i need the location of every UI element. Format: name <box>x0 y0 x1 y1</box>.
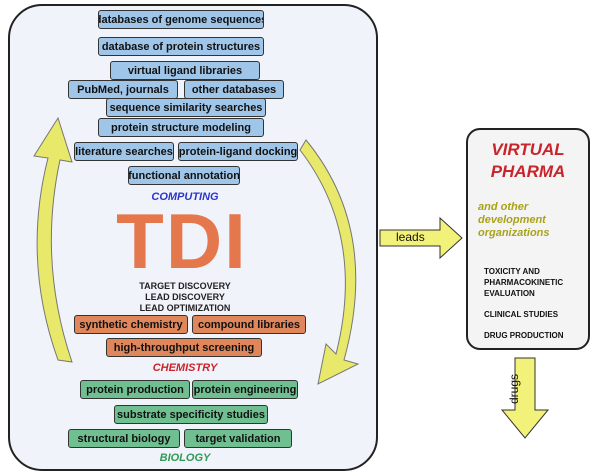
box-sequence-similarity: sequence similarity searches <box>106 98 266 117</box>
box-structural-biology: structural biology <box>68 429 180 448</box>
box-protein-structure-database: database of protein structures <box>98 37 264 56</box>
vp-item-pharmacokinetic: PHARMACOKINETIC <box>484 278 564 287</box>
vp-item-clinical-studies: CLINICAL STUDIES <box>484 310 559 319</box>
box-other-databases: other databases <box>184 80 284 99</box>
box-virtual-ligand-libraries: virtual ligand libraries <box>110 61 260 80</box>
section-label-computing: COMPUTING <box>151 191 219 203</box>
box-pubmed-journals: PubMed, journals <box>68 80 178 99</box>
leads-label: leads <box>396 230 425 244</box>
box-protein-ligand-docking: protein-ligand docking <box>178 142 298 161</box>
tdi-subtitle-lead-discovery: LEAD DISCOVERY <box>145 292 225 302</box>
virtual-pharma-title-line1: VIRTUAL <box>491 140 565 159</box>
drugs-label: drugs <box>507 373 521 404</box>
box-synthetic-chemistry: synthetic chemistry <box>74 315 188 334</box>
section-label-chemistry: CHEMISTRY <box>152 362 218 374</box>
cycle-arrow-left <box>33 116 73 363</box>
box-functional-annotation: functional annotation <box>128 166 240 185</box>
box-target-validation: target validation <box>184 429 292 448</box>
virtual-pharma-subtitle-line1: and other <box>478 201 529 213</box>
box-literature-searches: literature searches <box>74 142 174 161</box>
cycle-arrow-right <box>299 139 360 385</box>
virtual-pharma-subtitle-line2: development <box>478 214 546 226</box>
box-protein-engineering: protein engineering <box>192 380 298 399</box>
leads-arrow <box>379 216 463 260</box>
virtual-pharma-title-line2: PHARMA <box>490 162 566 181</box>
box-genome-databases: databases of genome sequences <box>98 10 264 29</box>
vp-item-drug-production: DRUG PRODUCTION <box>484 331 564 340</box>
vp-item-evaluation: EVALUATION <box>484 289 535 298</box>
box-substrate-specificity: substrate specificity studies <box>114 405 268 424</box>
vp-item-toxicity: TOXICITY AND <box>484 267 540 276</box>
box-compound-libraries: compound libraries <box>192 315 306 334</box>
tdi-subtitle-lead-optimization: LEAD OPTIMIZATION <box>139 303 231 313</box>
drugs-arrow <box>500 357 550 439</box>
virtual-pharma-panel <box>466 128 590 350</box>
box-high-throughput-screening: high-throughput screening <box>106 338 262 357</box>
section-label-biology: BIOLOGY <box>159 452 211 464</box>
tdi-title: TDI <box>116 197 248 285</box>
box-protein-production: protein production <box>80 380 190 399</box>
virtual-pharma-subtitle-line3: organizations <box>478 227 550 239</box>
tdi-subtitle-target-discovery: TARGET DISCOVERY <box>139 281 231 291</box>
box-protein-structure-modeling: protein structure modeling <box>98 118 264 137</box>
